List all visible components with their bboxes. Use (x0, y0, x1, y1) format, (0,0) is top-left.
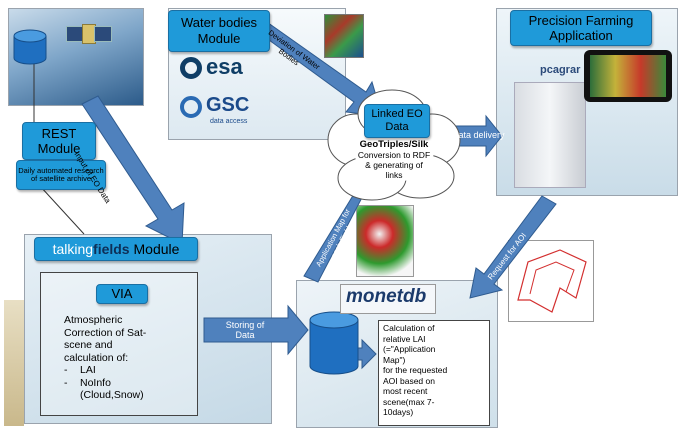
gsc-symbol-icon (180, 96, 202, 118)
via-line-2: Correction of Sat- (64, 326, 147, 339)
rest-module-note-text: Daily automated research of satellite ar… (18, 165, 104, 183)
via-title: VIA (111, 286, 133, 301)
linked-eo-line-1: Linked EO (371, 108, 423, 120)
via-line-4: calculation of: (64, 351, 129, 364)
via-line-3: scene and (64, 339, 113, 351)
grain-image (4, 300, 24, 426)
talkingfields-bold: fields (93, 241, 130, 257)
delivery-label: Data delivery (452, 130, 505, 140)
tablet-map-screen (590, 55, 666, 97)
gsc-text: GSC (206, 94, 250, 116)
monetdb-logo-text: monetdb (346, 286, 427, 307)
landsat-image (324, 14, 364, 58)
via-line-1: Atmospheric (64, 314, 123, 326)
precision-farming-title: Precision Farming Application (528, 13, 634, 43)
via-item-noinfo: -NoInfo (64, 376, 111, 389)
rest-to-talking-line (39, 185, 85, 235)
esa-logo: esa (180, 54, 254, 88)
rest-module-header: REST Module (22, 122, 96, 160)
esa-text: esa (206, 54, 243, 79)
tablet-image (584, 50, 672, 102)
linked-eo-line-2: Data (385, 121, 409, 133)
esa-symbol-icon (180, 57, 202, 79)
rest-module-title: REST Module (37, 126, 81, 156)
via-description: Atmospheric Correction of Sat- scene and… (64, 314, 184, 402)
linked-eo-data-box: Linked EO Data (364, 104, 430, 138)
lai-map-image (356, 205, 414, 277)
water-bodies-module-title: Water bodies Module (180, 15, 258, 46)
aoi-polygon (517, 249, 587, 313)
gsc-logo: GSC data access (180, 92, 256, 132)
monetdb-logo-box (340, 284, 436, 314)
calculation-box (378, 320, 490, 426)
via-item-lai: -LAI (64, 364, 96, 376)
request-arrow (469, 195, 557, 299)
talkingfields-post: Module (129, 241, 180, 257)
calculation-text: Calculation of relative LAI (="Applicati… (383, 323, 448, 417)
via-item-extra: (Cloud,Snow) (80, 389, 144, 401)
storing-arrow (203, 304, 309, 356)
talkingfields-module-header: talkingfields Module (34, 237, 198, 261)
pcagrar-logo: pcagrar (540, 64, 581, 76)
satellite-database-icon (13, 29, 47, 65)
geotriples-text: GeoTriples/Silk Conversion to RDF & gene… (346, 139, 442, 181)
talkingfields-pre: talking (52, 241, 94, 257)
gsc-sub-text: data access (210, 118, 248, 125)
precision-farming-header: Precision Farming Application (510, 10, 652, 46)
storing-label: Storing of Data (225, 320, 265, 340)
aoi-polygon-inner (529, 261, 575, 295)
via-header: VIA (96, 284, 148, 304)
server-image (514, 82, 586, 188)
input-eo-arrow (81, 95, 185, 245)
rest-module-note: Daily automated research of satellite ar… (16, 160, 106, 190)
monetdb-database-icon (309, 311, 359, 375)
water-bodies-module-header: Water bodies Module (168, 10, 270, 52)
satellite-icon (66, 16, 112, 50)
geotriples-title: GeoTriples/Silk (359, 139, 429, 150)
